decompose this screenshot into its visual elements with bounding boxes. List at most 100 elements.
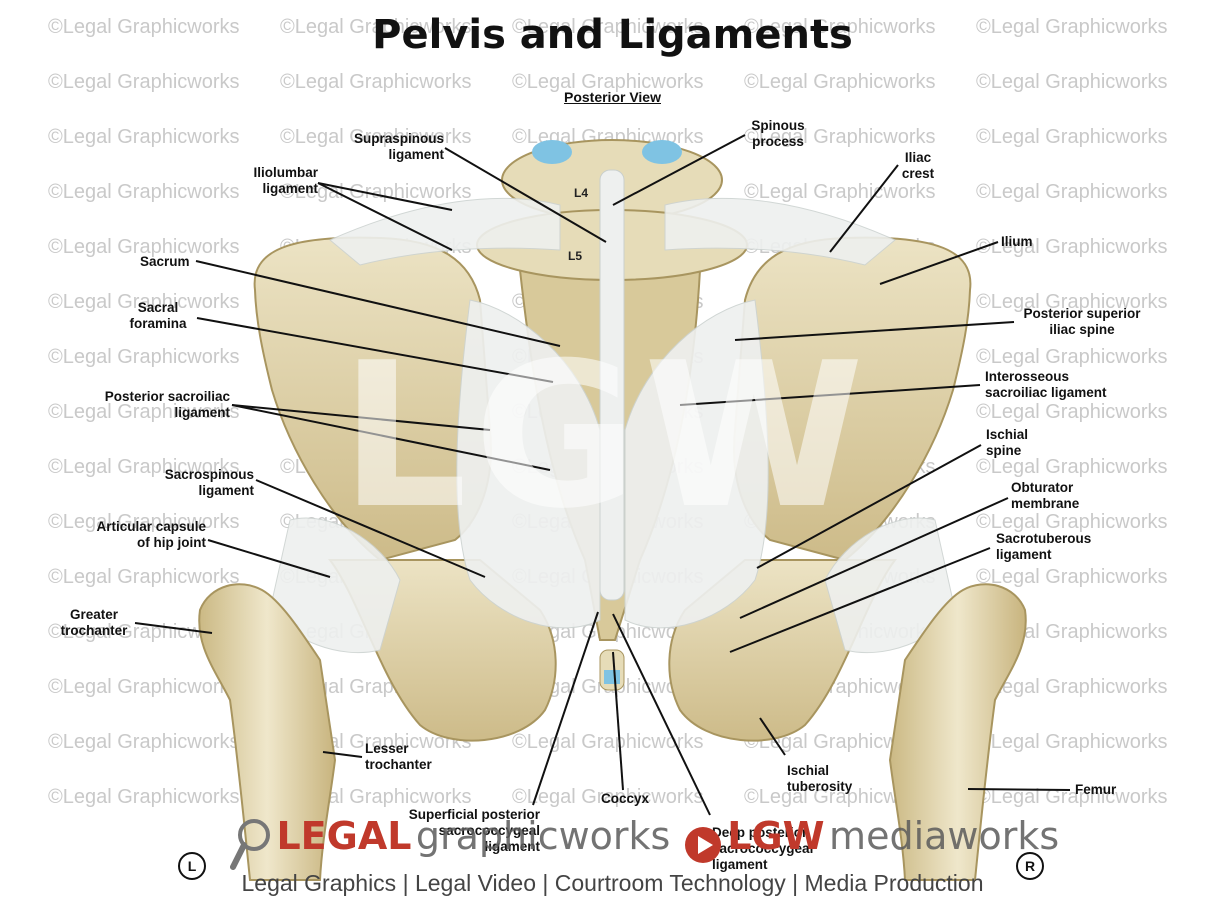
leader-post-sacroiliac-a [231, 404, 491, 431]
label-line: Superficial posterior [408, 807, 540, 822]
label-line: tuberosity [787, 779, 853, 794]
left-femur [198, 583, 337, 881]
leader-superficial [532, 611, 599, 806]
label-lesser-trochanter: Lesser trochanter [365, 741, 432, 773]
label-line: membrane [1011, 496, 1080, 511]
leader-articular-capsule [207, 539, 331, 578]
play-icon [684, 826, 721, 863]
label-line: Coccyx [601, 791, 650, 806]
label-sacral-foramina: Sacral foramina [118, 300, 198, 332]
view-subtitle: Posterior View [563, 89, 661, 105]
l4-facet-left [532, 140, 572, 164]
label-coccyx: Coccyx [601, 791, 649, 807]
label-line: sacrococcygeal [438, 823, 540, 838]
label-line: Ilium [1001, 234, 1033, 249]
label-greater-trochanter: Greater trochanter [54, 607, 134, 639]
label-line: process [752, 134, 804, 149]
label-line: iliac spine [1049, 322, 1115, 337]
leader-sacral-foramina [196, 317, 554, 383]
leader-post-sacroiliac-b [231, 404, 551, 471]
label-line: Supraspinous [353, 131, 444, 146]
label-superficial-posterior-sacrococcygeal-ligament: Superficial posterior sacrococcygeal lig… [380, 807, 540, 855]
l4-facet-right [642, 140, 682, 164]
ligament-mass-right [624, 299, 769, 629]
leader-ilium [879, 241, 999, 285]
label-ischial-tuberosity: Ischial tuberosity [787, 763, 852, 795]
leader-lines [134, 134, 1071, 816]
ligament-fan-upper-right [664, 197, 896, 266]
label-interosseous-sacroiliac-ligament: Interosseous sacroiliac ligament [985, 369, 1107, 401]
label-ilium: Ilium [1001, 234, 1033, 250]
vertebra-label-l4: L4 [574, 186, 589, 200]
left-ilium [253, 236, 492, 562]
label-line: ligament [198, 483, 254, 498]
label-line: of hip joint [137, 535, 206, 550]
leader-interosseous [679, 384, 981, 406]
label-posterior-superior-iliac-spine: Posterior superior iliac spine [1012, 306, 1152, 338]
label-line: Articular capsule [96, 519, 206, 534]
right-femur [888, 583, 1027, 881]
label-deep-posterior-sacrococcygeal-ligament: Deep posterior sacrococcygeal ligament [712, 825, 813, 873]
leader-iliolumbar-b [317, 182, 453, 251]
label-line: crest [901, 166, 935, 181]
label-line: sacrococcygeal [712, 841, 814, 856]
label-line: Femur [1075, 782, 1117, 797]
logo-mediaworks-text: mediaworks [829, 814, 1060, 858]
logo-lgw-text: LGW [727, 814, 825, 858]
label-iliolumbar-ligament: Iliolumbar ligament [228, 165, 318, 197]
label-sacrotuberous-ligament: Sacrotuberous ligament [996, 531, 1091, 563]
label-line: ligament [484, 839, 540, 854]
leader-obturator [739, 497, 1009, 619]
label-line: foramina [129, 316, 187, 331]
label-line: Ischial [787, 763, 830, 778]
label-line: Posterior superior [1023, 306, 1141, 321]
label-obturator-membrane: Obturator membrane [1011, 480, 1079, 512]
logo-graphicworks-text: graphicworks [415, 814, 671, 858]
leader-sacrum [195, 260, 561, 347]
label-iliac-crest: Iliac crest [893, 150, 943, 182]
label-line: ligament [712, 857, 768, 872]
label-posterior-sacroiliac-ligament: Posterior sacroiliac ligament [86, 389, 230, 421]
label-ischial-spine: Ischial spine [986, 427, 1028, 459]
label-line: spine [986, 443, 1022, 458]
magnifier-icon [230, 818, 270, 870]
label-line: ligament [262, 181, 318, 196]
footer-tagline: Legal Graphics | Legal Video | Courtroom… [241, 870, 984, 896]
label-line: Sacral [137, 300, 179, 315]
leader-sacrospinous [255, 479, 486, 578]
leader-supraspinous [444, 147, 607, 243]
label-line: trochanter [60, 623, 128, 638]
label-supraspinous-ligament: Supraspinous ligament [340, 131, 444, 163]
leader-ischial-tuberosity [759, 717, 786, 756]
label-line: ligament [388, 147, 444, 162]
label-line: Sacrospinous [164, 467, 254, 482]
label-line: Greater [69, 607, 119, 622]
leader-lesser-trochanter [322, 751, 363, 758]
label-line: Obturator [1011, 480, 1074, 495]
coccyx-cartilage [604, 670, 620, 684]
leader-greater-trochanter [134, 622, 213, 634]
label-line: ligament [996, 547, 1052, 562]
label-line: Posterior sacroiliac [104, 389, 230, 404]
left-side-marker: L [178, 852, 206, 880]
leader-coccyx [612, 651, 624, 791]
vertebra-label-l5: L5 [568, 249, 583, 263]
label-sacrum: Sacrum [140, 254, 190, 270]
label-line: Interosseous [985, 369, 1070, 384]
label-line: Lesser [365, 741, 409, 756]
label-line: Ischial [986, 427, 1029, 442]
leader-ischial-spine [756, 444, 982, 569]
label-femur: Femur [1075, 782, 1116, 798]
leader-femur [967, 788, 1071, 791]
ligament-fan-upper-left [329, 197, 561, 266]
label-line: trochanter [365, 757, 432, 772]
logo-legal-text: LEGAL [276, 814, 412, 858]
label-line: ligament [174, 405, 230, 420]
label-line: Deep posterior [712, 825, 808, 840]
label-line: sacroiliac ligament [985, 385, 1107, 400]
label-line: Spinous [751, 118, 805, 133]
leader-iliac-crest [829, 164, 899, 253]
label-line: Sacrotuberous [996, 531, 1092, 546]
leader-deep [612, 613, 711, 816]
